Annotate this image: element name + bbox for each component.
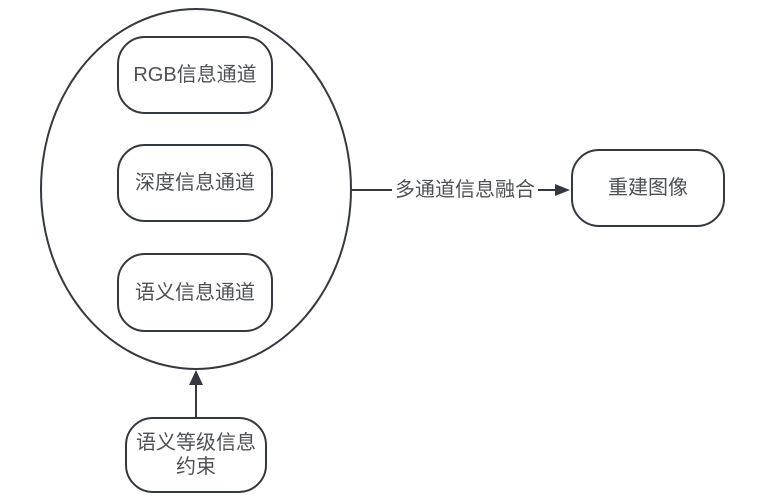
node-rgb-channel-label: RGB信息通道 [133, 64, 257, 86]
node-rgb-channel: RGB信息通道 [117, 36, 273, 114]
node-semantic-level-constraint-label-line2: 约束 [176, 456, 216, 478]
node-depth-channel: 深度信息通道 [117, 144, 273, 222]
fusion-edge-label: 多通道信息融合 [392, 178, 538, 202]
constraint-arrowhead [189, 370, 203, 385]
node-reconstructed-image-label: 重建图像 [608, 177, 688, 199]
node-semantic-channel: 语义信息通道 [117, 253, 273, 332]
node-semantic-level-constraint: 语义等级信息 约束 [125, 417, 267, 493]
node-semantic-channel-label: 语义信息通道 [135, 281, 255, 304]
node-semantic-level-constraint-label-line1: 语义等级信息 [136, 432, 256, 454]
node-depth-channel-label: 深度信息通道 [135, 172, 255, 194]
node-reconstructed-image: 重建图像 [571, 149, 725, 227]
fusion-arrowhead [555, 184, 570, 196]
